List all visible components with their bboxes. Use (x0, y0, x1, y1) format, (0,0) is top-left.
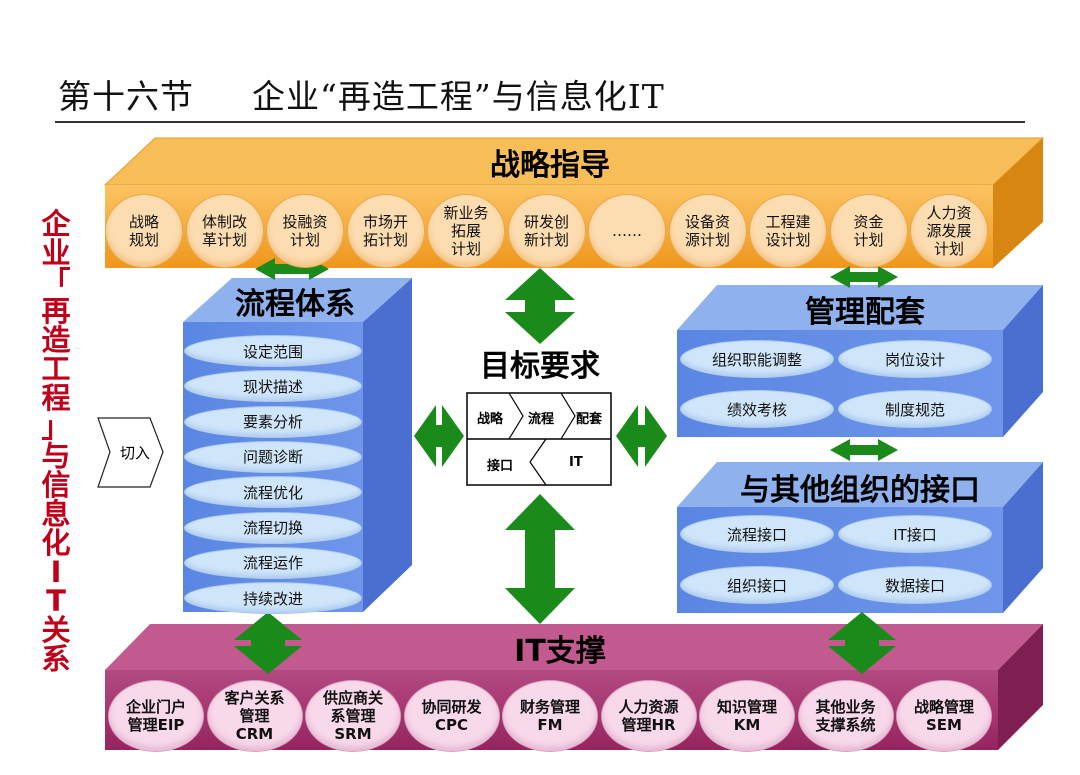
process-step: 要素分析 (184, 405, 362, 438)
arrow-interface-it (828, 612, 896, 674)
process-step: 现状描述 (184, 370, 362, 403)
section-number: 第十六节 (58, 77, 194, 116)
arrow-target-it (505, 494, 575, 624)
strategy-item: 资金 计划 (829, 194, 908, 268)
process-title: 流程体系 (235, 287, 355, 322)
interface-item: IT接口 (838, 515, 992, 553)
management-item: 岗位设计 (838, 340, 992, 378)
process-step: 持续改进 (184, 582, 362, 615)
strategy-item: 人力资 源发展 计划 (910, 194, 988, 268)
side-label-char: 化 (41, 526, 71, 560)
side-label-char: 息 (41, 497, 71, 531)
management-item: 制度规范 (838, 390, 992, 428)
interface-item: 数据接口 (838, 566, 992, 604)
arrow-target-management (616, 405, 667, 467)
entry-arrow-shape (97, 417, 164, 488)
side-label-char: 与 (41, 439, 71, 473)
side-label-char: 企 (41, 207, 71, 241)
process-step: 流程切换 (184, 511, 362, 544)
target-cell-interface: 接口 (487, 459, 514, 474)
connector-arrows (234, 258, 898, 674)
it-support-title: IT支撑 (514, 634, 606, 669)
side-label-char: T (46, 584, 66, 618)
management-item: 组织职能调整 (680, 340, 834, 378)
it-system-item: 人力资源 管理HR (600, 680, 697, 752)
side-label-char: I (50, 555, 62, 589)
process-step: 问题诊断 (184, 440, 362, 473)
arrow-strategy-management (830, 266, 898, 288)
interface-title: 与其他组织的接口 (740, 473, 980, 508)
target-cell-strategy: 战略 (477, 412, 504, 427)
target-box (466, 392, 612, 486)
strategy-item: 体制改 革计划 (185, 194, 264, 268)
it-system-item: 供应商关 系管理 SRM (305, 680, 401, 752)
arrow-process-it (234, 612, 302, 674)
strategy-item: 工程建 设计划 (749, 194, 827, 268)
process-step: 设定范围 (184, 335, 362, 367)
target-cell-it: IT (569, 455, 583, 470)
it-system-item: 企业门户 管理EIP (108, 680, 204, 752)
side-label-char: 系 (41, 642, 71, 676)
process-step: 流程优化 (184, 476, 362, 509)
arrow-management-interface (830, 439, 898, 461)
strategy-item: 市场开 拓计划 (346, 194, 425, 268)
target-cell-support: 配套 (576, 412, 603, 427)
it-system-item: 知识管理 KM (699, 680, 795, 752)
side-label-char: 程 (41, 381, 71, 415)
strategy-item: 投融资 计划 (266, 194, 344, 268)
management-title: 管理配套 (805, 295, 925, 330)
target-cell-process: 流程 (528, 412, 555, 427)
side-label-char: 工 (41, 352, 71, 386)
title-rule (55, 121, 1025, 123)
strategy-item: 设备资 源计划 (668, 194, 747, 268)
management-item: 绩效考核 (680, 390, 834, 428)
it-system-item: 其他业务 支撑系统 (797, 680, 894, 752)
it-system-item: 财务管理 FM (502, 680, 598, 752)
side-label-char: 造 (41, 323, 71, 357)
strategy-item: 研发创 新计划 (507, 194, 586, 268)
strategy-item: 战略 规划 (105, 194, 183, 268)
it-system-item: 战略管理 SEM (896, 680, 992, 752)
side-label-char: 」 (41, 410, 71, 444)
strategy-item: …… (588, 194, 666, 268)
side-label-char: 关 (41, 613, 71, 647)
strategy-title: 战略指导 (490, 148, 610, 183)
interface-item: 组织接口 (680, 566, 834, 604)
process-step: 流程运作 (184, 546, 362, 579)
side-label-char: 「 (41, 265, 71, 299)
it-system-item: 客户关系 管理 CRM (206, 680, 303, 752)
side-label-char: 业 (41, 236, 71, 270)
it-system-item: 协同研发 CPC (403, 680, 500, 752)
side-label-char: 信 (41, 468, 71, 502)
strategy-item: 新业务 拓展 计划 (427, 194, 505, 268)
interface-item: 流程接口 (680, 515, 834, 553)
arrow-strategy-target (505, 268, 575, 344)
entry-label: 切入 (119, 443, 150, 462)
arrow-process-target (414, 405, 464, 467)
page-title: 第十六节 企业“再造工程”与信息化IT (58, 70, 665, 118)
side-label-char: 再 (41, 294, 71, 328)
section-title: 企业“再造工程”与信息化IT (252, 77, 665, 116)
target-title: 目标要求 (480, 349, 600, 384)
